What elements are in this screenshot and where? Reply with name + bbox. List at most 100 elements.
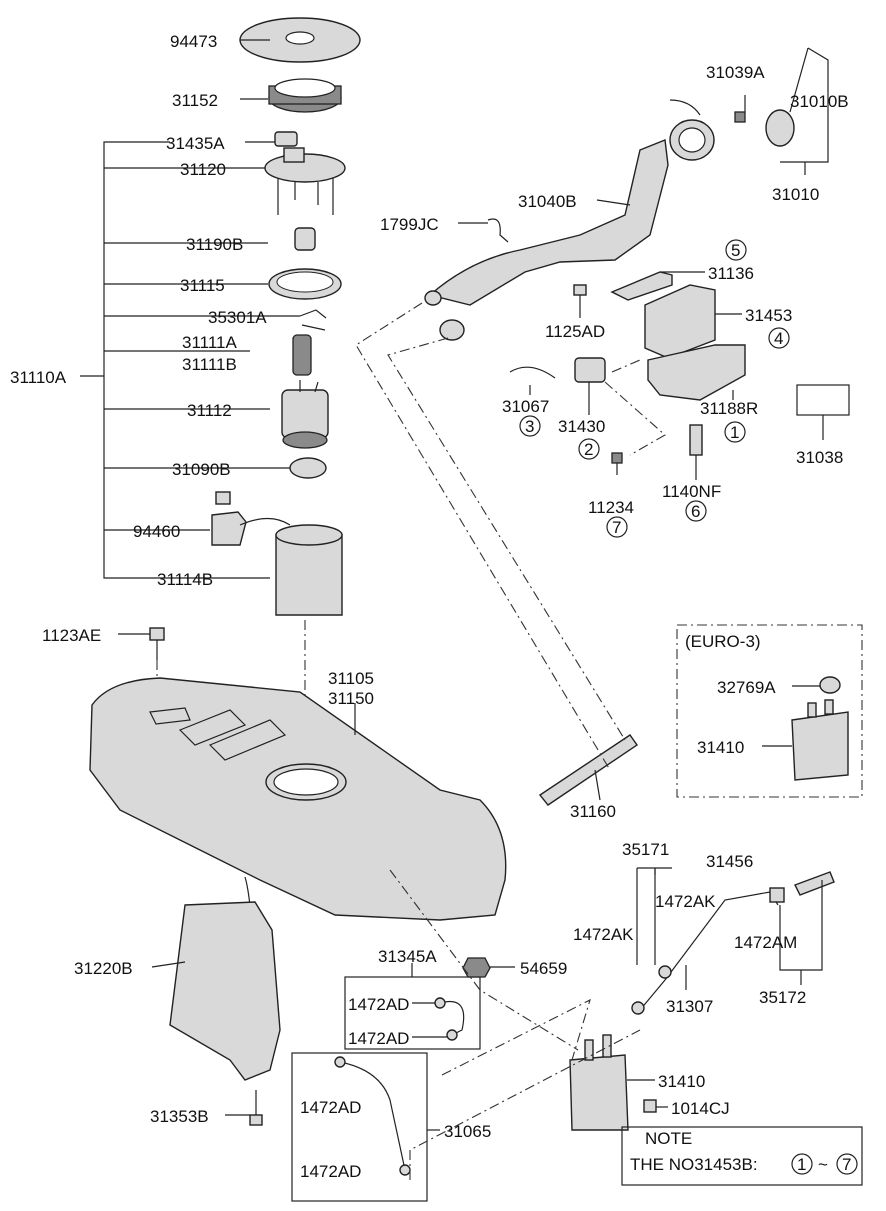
label-31430: 31430: [558, 417, 605, 436]
part-31090B: [289, 457, 327, 479]
label-31115: 31115: [180, 276, 225, 295]
note-title: NOTE: [645, 1129, 692, 1148]
circled-7: 7: [606, 516, 628, 538]
label-1125AD: 1125AD: [545, 322, 605, 341]
label-31152: 31152: [172, 91, 218, 110]
route-line-2: [441, 998, 591, 1076]
label-31038: 31038: [796, 448, 843, 467]
label-31111B: 31111B: [182, 355, 237, 374]
filter-31112: [281, 389, 329, 439]
bracket-35171: [636, 868, 656, 965]
label-31010B: 31010B: [790, 92, 849, 111]
label-31120: 31120: [180, 160, 226, 179]
label-31105: 31105: [328, 669, 374, 688]
label-31453: 31453: [745, 306, 792, 325]
clip-1799JC: [487, 218, 509, 243]
svg-text:6: 6: [691, 502, 700, 521]
circled-4: 4: [768, 327, 790, 349]
label-1472AM: 1472AM: [734, 933, 797, 952]
hose-31307: [639, 891, 771, 1011]
note-circled-to: 7: [836, 1153, 858, 1175]
label-1472AD-a: 1472AD: [348, 995, 409, 1014]
cover-31188R: [647, 344, 746, 401]
circled-3: 3: [519, 415, 541, 437]
label-31220B: 31220B: [74, 959, 133, 978]
cap-31010: [765, 109, 795, 147]
circled-1: 1: [724, 421, 746, 443]
label-31112: 31112: [187, 401, 232, 420]
flange-31120: [264, 153, 346, 183]
label-1472AD-c: 1472AD: [300, 1098, 361, 1117]
label-31160: 31160: [570, 802, 616, 821]
label-31190B: 31190B: [186, 235, 243, 254]
screw-31039A: [734, 111, 746, 123]
sender-94460: [211, 511, 247, 546]
filler-pipe-31160: [538, 734, 638, 806]
reservoir-31114B: [275, 534, 343, 616]
svg-text:5: 5: [731, 241, 740, 260]
label-94460: 94460: [133, 522, 180, 541]
route-line-1: [355, 302, 611, 771]
circled-6: 6: [685, 500, 707, 522]
label-1472AD-d: 1472AD: [300, 1162, 361, 1181]
svg-text:7: 7: [612, 518, 621, 537]
note-circled-from: 1: [791, 1153, 813, 1175]
canister-31410-euro: [791, 711, 849, 781]
part-32769A: [819, 676, 841, 694]
label-1123AE: 1123AE: [42, 626, 101, 645]
box-31065: [291, 1052, 428, 1202]
label-31040B: 31040B: [518, 192, 577, 211]
label-31410: 31410: [658, 1072, 705, 1091]
screw-11234: [611, 452, 623, 464]
label-31114B: 31114B: [157, 570, 213, 589]
bracket-31136: [610, 271, 673, 301]
bracket-31110A: [103, 141, 270, 579]
label-31435A: 31435A: [166, 134, 225, 153]
label-31150: 31150: [328, 689, 374, 708]
hose-31456: [794, 871, 835, 896]
bolt-1140NF: [689, 424, 703, 456]
label-94473: 94473: [170, 32, 217, 51]
svg-text:7: 7: [842, 1155, 851, 1174]
label-35172: 35172: [759, 988, 806, 1007]
label-euro3: (EURO-3): [685, 632, 761, 651]
svg-text:1: 1: [797, 1155, 806, 1174]
canister-31453: [644, 284, 716, 359]
label-31090B: 31090B: [172, 460, 231, 479]
connector-31435A: [274, 131, 298, 147]
label-1472AD-b: 1472AD: [348, 1029, 409, 1048]
svg-text:2: 2: [584, 440, 593, 459]
label-32769A: 32769A: [717, 678, 776, 697]
label-1140NF: 1140NF: [662, 482, 721, 501]
label-1799JC: 1799JC: [380, 215, 439, 234]
svg-text:4: 4: [774, 329, 783, 348]
circled-2: 2: [578, 438, 600, 460]
label-11234: 11234: [588, 498, 634, 517]
part-31190B: [294, 227, 316, 251]
label-31039A: 31039A: [706, 63, 765, 82]
label-1472AK-a: 1472AK: [655, 892, 716, 911]
label-31345A: 31345A: [378, 947, 437, 966]
euro3-box: [676, 624, 863, 798]
hose-31067: [509, 366, 556, 379]
label-31456: 31456: [706, 852, 753, 871]
note-box: [621, 1126, 863, 1186]
label-31065: 31065: [444, 1122, 491, 1141]
svg-text:3: 3: [525, 417, 534, 436]
label-1472AK-b: 1472AK: [573, 925, 634, 944]
bolt-1014CJ: [643, 1099, 657, 1113]
label-35171: 35171: [622, 840, 669, 859]
label-31307: 31307: [666, 997, 713, 1016]
bolt-31353B: [249, 1114, 263, 1126]
filler-neck-31040B: [428, 139, 669, 306]
valve-31430: [574, 357, 606, 383]
pump-31111A: [292, 334, 312, 376]
note-text: THE NO31453B:: [630, 1155, 758, 1174]
label-31136: 31136: [708, 264, 754, 283]
svg-text:1: 1: [730, 423, 739, 442]
label-31067: 31067: [502, 397, 549, 416]
label-31353B: 31353B: [150, 1107, 209, 1126]
canister-31410: [569, 1054, 629, 1131]
